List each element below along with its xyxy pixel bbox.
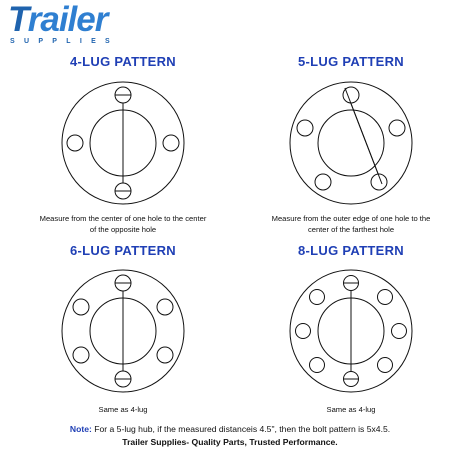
lug-hole: [377, 357, 393, 373]
hub-outer-circle: [61, 81, 185, 205]
lug-hole: [295, 323, 311, 339]
lug-hole: [309, 357, 325, 373]
measurement-line-overlay: [344, 87, 383, 185]
lug-hole: [370, 173, 388, 191]
caption-8-lug: Same as 4-lug: [326, 405, 376, 414]
lug-hole: [388, 119, 406, 137]
footer-note: Note: For a 5-lug hub, if the measured d…: [0, 424, 460, 434]
lug-hole: [162, 134, 180, 152]
caption-4-lug-line2: of the opposite hole: [89, 224, 157, 234]
caption-4-lug: Measure from the center of one hole to t…: [8, 214, 238, 235]
footer-tagline: Trailer Supplies- Quality Parts, Trusted…: [122, 437, 338, 447]
hub-outer-circle: [289, 81, 413, 205]
lug-hole: [156, 346, 174, 364]
pattern-title-4-lug: 4-LUG PATTERN: [70, 54, 176, 69]
caption-5-lug-line2: center of the farthest hole: [307, 224, 395, 234]
caption-6-lug: Same as 4-lug: [98, 405, 148, 414]
lug-hole: [296, 119, 314, 137]
lug-hole: [72, 346, 90, 364]
diagram-4-lug: [61, 81, 185, 205]
hub-outer-circle: [289, 269, 413, 393]
trailer-supplies-logo: Trailer SUPPLIES: [6, 0, 156, 48]
lug-hole: [309, 289, 325, 305]
hub-outer-circle: [61, 269, 185, 393]
diagram-6-lug: [61, 269, 185, 393]
diagram-5-lug: [289, 81, 413, 205]
pattern-title-5-lug: 5-LUG PATTERN: [298, 54, 404, 69]
lug-hole: [377, 289, 393, 305]
footer-note-label: Note:: [69, 424, 92, 434]
lug-hole: [391, 323, 407, 339]
caption-5-lug: Measure from the outer edge of one hole …: [236, 214, 460, 235]
hub-center-bore: [317, 109, 385, 177]
lug-hole: [156, 298, 174, 316]
lug-hole: [66, 134, 84, 152]
lug-hole: [72, 298, 90, 316]
caption-5-lug-line1: Measure from the outer edge of one hole …: [271, 214, 431, 223]
pattern-title-8-lug: 8-LUG PATTERN: [298, 243, 404, 258]
caption-4-lug-line1: Measure from the center of one hole to t…: [39, 214, 207, 223]
logo-subtitle: SUPPLIES: [10, 38, 120, 45]
lug-hole: [314, 173, 332, 191]
footer-note-text: For a 5-lug hub, if the measured distanc…: [91, 424, 391, 434]
diagram-8-lug: [289, 269, 413, 393]
pattern-title-6-lug: 6-LUG PATTERN: [70, 243, 176, 258]
logo-wordmark: Trailer: [8, 0, 108, 39]
